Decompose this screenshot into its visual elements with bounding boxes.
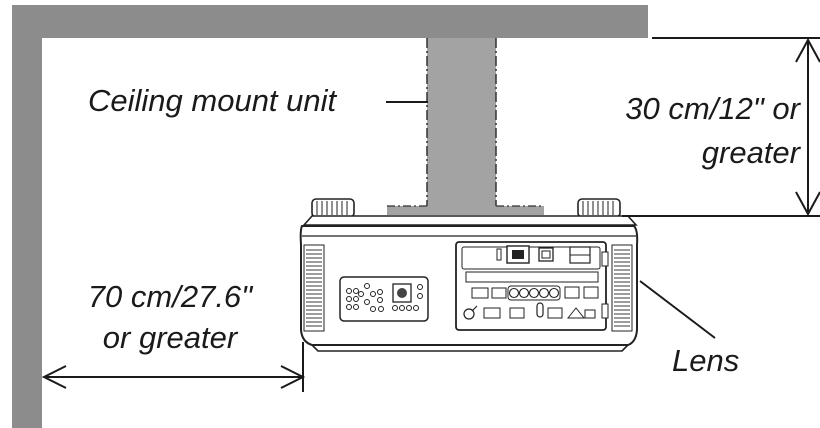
wall-ceiling-structure (12, 5, 648, 428)
right-vent (611, 244, 633, 332)
vertical-clearance-dimension (622, 37, 820, 217)
side-clearance-label-line2: or greater (102, 320, 238, 355)
ceiling-mount-unit (387, 38, 544, 215)
vertical-clearance-label-line2: greater (701, 135, 800, 170)
mount-pole (427, 38, 496, 208)
projector (299, 198, 639, 352)
left-wall (12, 5, 42, 428)
ceiling-beam (12, 5, 648, 38)
right-foot (577, 198, 621, 218)
lens-leader (639, 280, 716, 339)
connector-panel (455, 241, 609, 331)
control-panel (339, 276, 429, 322)
mount-plate (387, 206, 544, 215)
side-clearance-label-line1: 70 cm/27.6" (87, 279, 253, 314)
left-foot (311, 198, 355, 218)
left-vent (303, 244, 325, 332)
side-clearance-dimension (41, 342, 306, 392)
vertical-clearance-label-line1: 30 cm/12" or (625, 91, 800, 126)
lens-label: Lens (672, 343, 740, 378)
ceiling-mount-label: Ceiling mount unit (88, 83, 337, 118)
